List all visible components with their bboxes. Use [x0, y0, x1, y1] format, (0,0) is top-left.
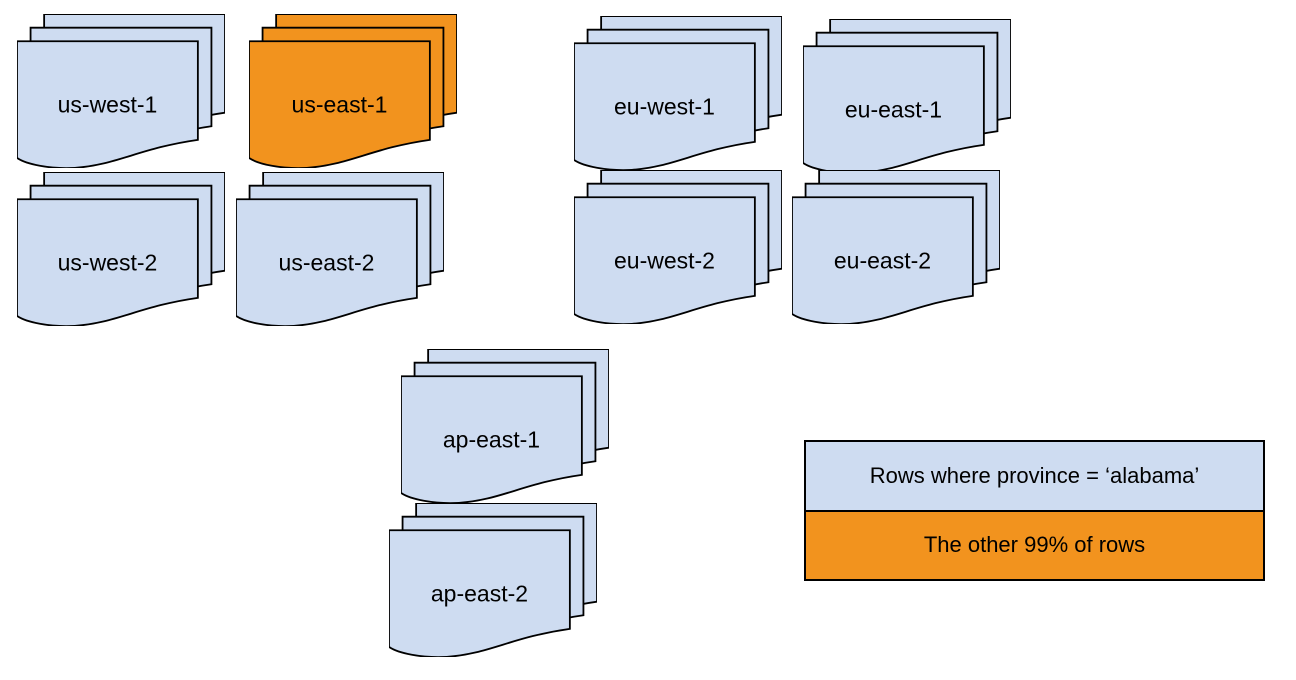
doc-stack-ap-east-1: ap-east-1	[401, 349, 609, 503]
legend-row-alabama: Rows where province = ‘alabama’	[806, 442, 1263, 512]
legend-row-other-rows: The other 99% of rows	[806, 511, 1263, 579]
documents-icon	[17, 172, 225, 326]
doc-stack-us-east-2: us-east-2	[236, 172, 444, 326]
legend-label: The other 99% of rows	[923, 532, 1146, 558]
doc-stack-eu-west-1: eu-west-1	[574, 16, 782, 170]
documents-icon	[792, 170, 1000, 324]
documents-icon	[401, 349, 609, 503]
documents-icon	[574, 170, 782, 324]
documents-icon	[236, 172, 444, 326]
legend: Rows where province = ‘alabama’ The othe…	[804, 440, 1265, 581]
doc-stack-us-west-2: us-west-2	[17, 172, 225, 326]
documents-icon	[389, 503, 597, 657]
doc-stack-eu-west-2: eu-west-2	[574, 170, 782, 324]
doc-stack-us-east-1: us-east-1	[249, 14, 457, 168]
legend-label: Rows where province = ‘alabama’	[869, 462, 1200, 488]
doc-stack-us-west-1: us-west-1	[17, 14, 225, 168]
doc-stack-eu-east-1: eu-east-1	[803, 19, 1011, 173]
documents-icon	[574, 16, 782, 170]
documents-icon	[803, 19, 1011, 173]
documents-icon	[17, 14, 225, 168]
doc-stack-ap-east-2: ap-east-2	[389, 503, 597, 657]
doc-stack-eu-east-2: eu-east-2	[792, 170, 1000, 324]
documents-icon	[249, 14, 457, 168]
